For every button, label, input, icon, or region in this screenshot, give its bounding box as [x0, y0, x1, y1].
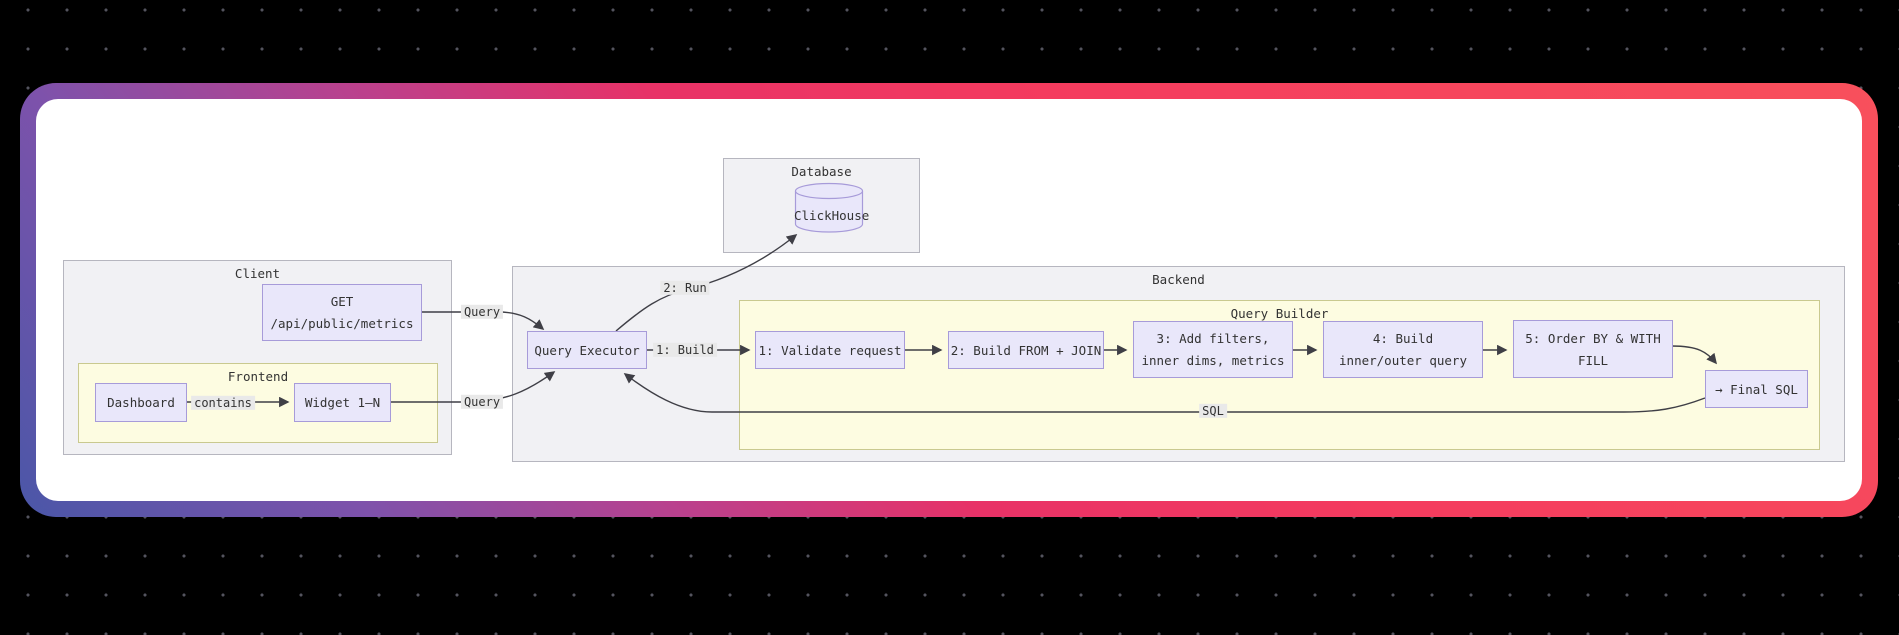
final-sql-node: → Final SQL [1705, 370, 1808, 408]
get-endpoint-line2: /api/public/metrics [270, 316, 414, 331]
build-from-join-node: 2: Build FROM + JOIN [948, 331, 1104, 369]
order-by-fill-node: 5: Order BY & WITH FILL [1513, 320, 1673, 378]
query-executor-node: Query Executor [527, 331, 647, 369]
dashboard-label: Dashboard [107, 395, 175, 410]
cluster-query-builder-label: Query Builder [1230, 306, 1329, 321]
build-inner-outer-line2: inner/outer query [1339, 353, 1467, 368]
validate-request-label: 1: Validate request [758, 342, 902, 358]
build-inner-outer-line1: 4: Build [1372, 331, 1434, 346]
get-endpoint-line1: GET [330, 294, 354, 309]
edge-label-build: 1: Build [653, 342, 717, 358]
build-inner-outer-node: 4: Build inner/outer query [1323, 321, 1483, 378]
edge-label-query-top: Query [460, 304, 504, 320]
order-by-fill-line2: FILL [1577, 352, 1609, 368]
cluster-database-label: Database [791, 164, 852, 179]
edge-label-query-bottom: Query [460, 394, 504, 410]
order-by-fill-line1: 5: Order BY & WITH [1525, 330, 1661, 346]
clickhouse-node: ClickHouse [794, 182, 870, 233]
validate-request-node: 1: Validate request [755, 331, 905, 369]
widget-label: Widget 1–N [304, 395, 381, 410]
dashboard-node: Dashboard [95, 383, 187, 422]
add-filters-line1: 3: Add filters, [1156, 331, 1270, 346]
database-cylinder-icon [794, 182, 864, 233]
cluster-client-label: Client [234, 266, 281, 281]
build-from-join-label: 2: Build FROM + JOIN [950, 342, 1102, 358]
edge-label-contains: contains [191, 395, 255, 411]
final-sql-label: → Final SQL [1715, 381, 1798, 397]
add-filters-node: 3: Add filters, inner dims, metrics [1133, 321, 1293, 378]
edge-label-run: 2: Run [660, 280, 710, 296]
edge-label-sql: SQL [1199, 403, 1227, 419]
widget-node: Widget 1–N [294, 383, 391, 422]
clickhouse-label: ClickHouse [794, 208, 870, 223]
add-filters-line2: inner dims, metrics [1141, 353, 1285, 368]
get-endpoint-node: GET /api/public/metrics [262, 284, 422, 341]
query-executor-label: Query Executor [534, 342, 640, 358]
cluster-frontend-label: Frontend [227, 369, 289, 384]
cluster-backend-label: Backend [1152, 272, 1205, 287]
